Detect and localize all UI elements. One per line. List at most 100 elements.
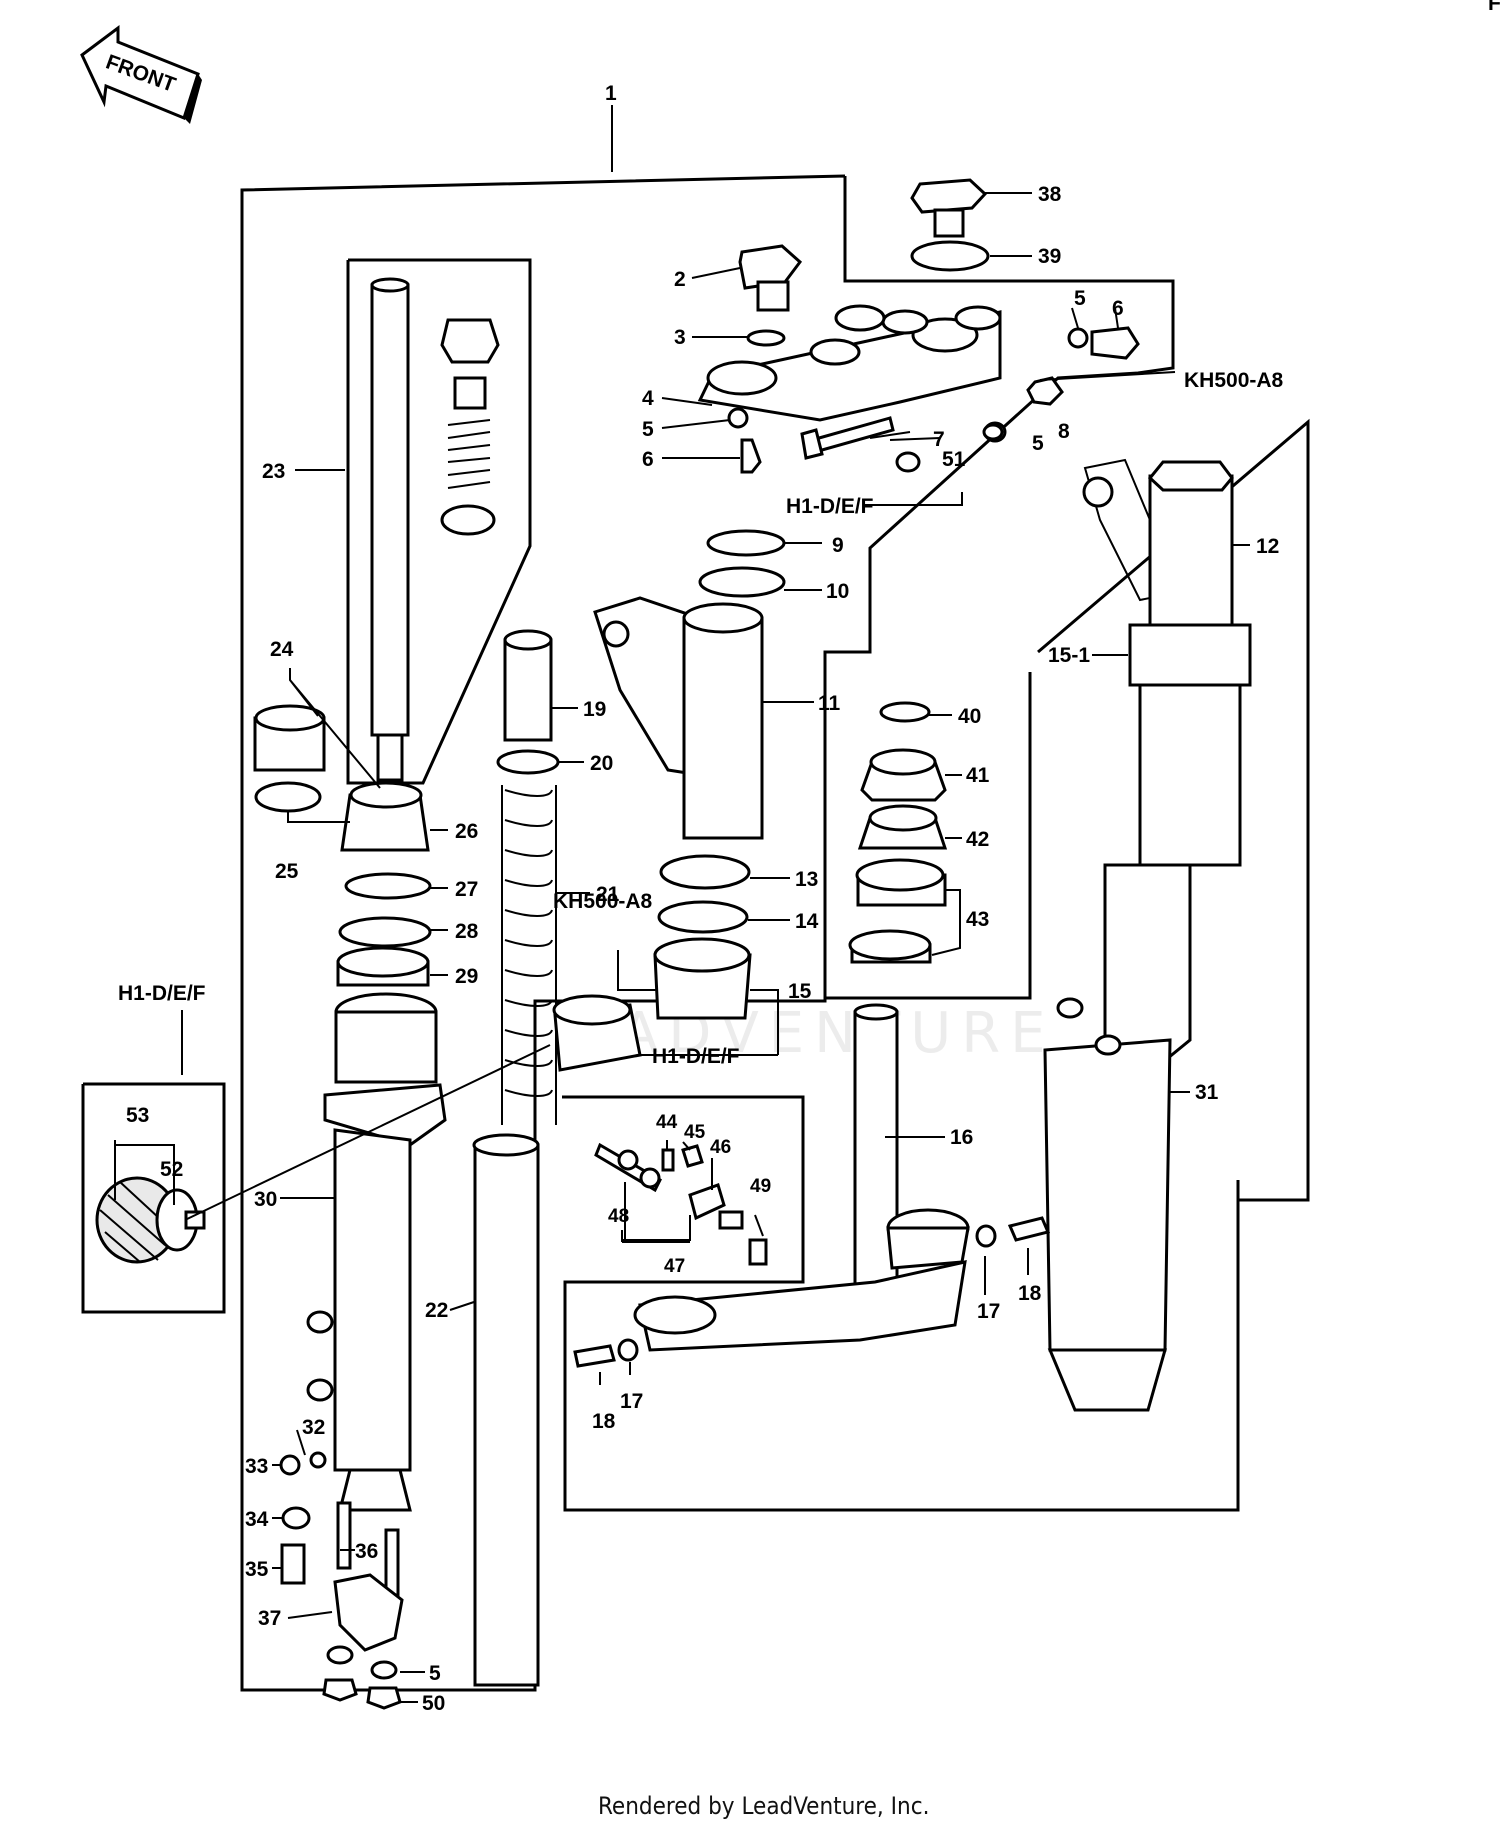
callout-14: 14	[795, 910, 819, 933]
callout-42: 42	[966, 828, 989, 851]
fork-cap-bolt	[738, 244, 803, 312]
callout-27: 27	[455, 878, 478, 901]
washer-32	[309, 1451, 327, 1469]
front-direction-arrow: FRONT	[80, 25, 202, 124]
callout-43: 43	[966, 908, 989, 931]
callout-15-1: 15-1	[1048, 644, 1090, 667]
ring-14	[657, 900, 749, 934]
washer-17b	[617, 1338, 639, 1362]
lock-washer-5d	[326, 1645, 354, 1665]
callout-33: 33	[245, 1455, 268, 1478]
callout-50: 50	[422, 1692, 445, 1715]
callout-6: 6	[642, 448, 654, 471]
bolt-38	[910, 178, 988, 214]
bearing-13	[659, 854, 751, 890]
nut-50a	[322, 1678, 358, 1702]
callout-12: 12	[1256, 535, 1279, 558]
callout-11: 11	[818, 692, 841, 715]
ring-10	[698, 566, 786, 598]
callout-labels: 1 2 3 4 5 6 5 6 7 5 8 51 38 39 9 10 11 1…	[126, 82, 1279, 1715]
stud-36b	[384, 1528, 400, 1597]
callout-41: 41	[966, 764, 990, 787]
footer-credit: Rendered by LeadVenture, Inc.	[598, 1792, 929, 1820]
callout-28: 28	[455, 920, 479, 943]
callout-1: 1	[605, 82, 617, 105]
damper-rod-22	[473, 1143, 540, 1687]
callout-26: 26	[455, 820, 478, 843]
bolt-18a	[1007, 1216, 1051, 1242]
model-code-h1-top: H1-D/E/F	[786, 495, 874, 518]
washer-34	[281, 1506, 311, 1530]
callout-53: 53	[126, 1104, 149, 1127]
washer-40	[879, 701, 931, 723]
callout-19: 19	[583, 698, 606, 721]
callout-45: 45	[684, 1122, 706, 1143]
callout-29: 29	[455, 965, 478, 988]
callout-6: 6	[1112, 297, 1124, 320]
callout-5: 5	[1032, 432, 1044, 455]
bolt-6b	[1090, 326, 1140, 360]
stud-36a	[336, 1501, 352, 1570]
callout-48: 48	[608, 1206, 629, 1227]
callout-18: 18	[1018, 1282, 1042, 1305]
ring-27	[344, 872, 432, 900]
callout-21: 21	[596, 883, 620, 906]
ring-28	[338, 916, 432, 948]
callout-5: 5	[1074, 287, 1086, 310]
callout-37: 37	[258, 1607, 281, 1630]
callout-3: 3	[674, 326, 686, 349]
callout-52: 52	[160, 1158, 183, 1181]
callout-20: 20	[590, 752, 613, 775]
callout-25: 25	[275, 860, 299, 883]
callout-46: 46	[710, 1137, 731, 1158]
inner-tube-kit-box	[346, 258, 532, 785]
model-code-h1-mid: H1-D/E/F	[652, 1045, 740, 1068]
right-fork-assembly	[1043, 458, 1252, 1412]
model-code-h1-left: H1-D/E/F	[118, 982, 206, 1005]
collar-19	[503, 638, 553, 742]
callout-5: 5	[429, 1662, 441, 1685]
headlight-bracket-11	[593, 596, 764, 840]
callout-23: 23	[262, 460, 285, 483]
callout-35: 35	[245, 1558, 269, 1581]
washer-7	[982, 423, 1004, 441]
callout-15: 15	[788, 980, 812, 1003]
callout-2: 2	[674, 268, 686, 291]
screw-33	[279, 1454, 301, 1476]
washer-3	[746, 329, 786, 347]
callout-51: 51	[942, 448, 966, 471]
callout-4: 4	[642, 387, 654, 410]
corner-page-mark: F	[1488, 0, 1500, 15]
washer-5b	[1067, 327, 1089, 349]
callout-40: 40	[958, 705, 981, 728]
callout-5: 5	[642, 418, 654, 441]
h1-knob-box	[81, 1082, 226, 1314]
model-code-kh500-top: KH500-A8	[1184, 369, 1284, 392]
outer-tube-30	[306, 992, 447, 1512]
callout-34: 34	[245, 1508, 269, 1531]
ring-9	[706, 529, 786, 557]
circlip-25	[254, 781, 322, 813]
callout-32: 32	[302, 1416, 325, 1439]
callout-17: 17	[620, 1390, 643, 1413]
inner-tube-23	[370, 277, 410, 782]
callout-24: 24	[270, 638, 294, 661]
callout-44: 44	[656, 1112, 678, 1133]
nut-8	[1026, 376, 1064, 406]
damper-knob-52-53	[95, 1176, 206, 1264]
stem-bearing-inner-box	[825, 672, 1032, 1000]
callout-36: 36	[355, 1540, 378, 1563]
callout-13: 13	[795, 868, 818, 891]
callout-8: 8	[1058, 420, 1070, 443]
bolt-6a	[740, 438, 762, 474]
axle-cap-37	[333, 1573, 404, 1652]
washer-5a	[727, 407, 749, 429]
callout-17: 17	[977, 1300, 1000, 1323]
callout-49: 49	[750, 1176, 771, 1197]
callout-18: 18	[592, 1410, 616, 1433]
callout-9: 9	[832, 534, 844, 557]
lock-assembly-47	[594, 1142, 768, 1266]
washer-51	[895, 451, 921, 473]
bolt-38-shank	[933, 208, 965, 238]
